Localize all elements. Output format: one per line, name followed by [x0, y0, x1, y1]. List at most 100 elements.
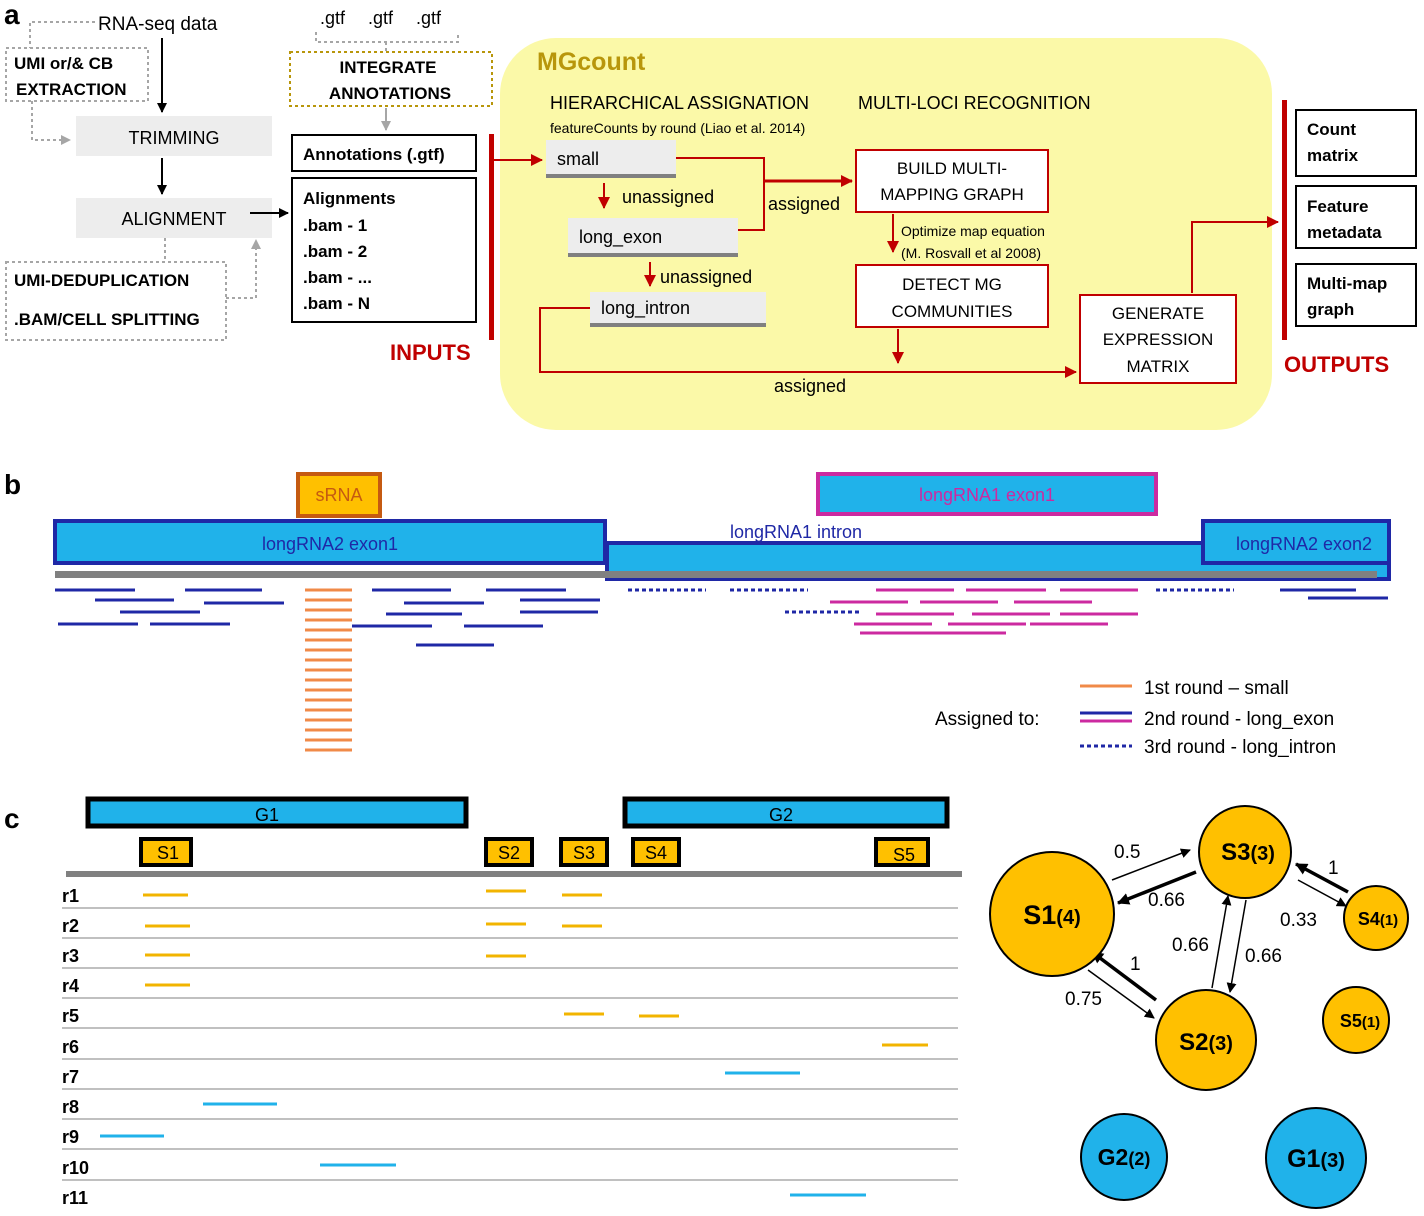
- long-intron-text: long_intron: [601, 298, 690, 319]
- generate-text-3: MATRIX: [1127, 357, 1190, 376]
- longrna1-intron-text: longRNA1 intron: [730, 522, 862, 542]
- gtf-label-1: .gtf: [320, 8, 346, 28]
- rnaseq-label: RNA-seq data: [98, 14, 218, 35]
- gene-g2-box: [622, 796, 950, 829]
- mgcount-title: MGcount: [537, 48, 646, 76]
- weight-s3-s1: 0.66: [1148, 890, 1185, 911]
- out-feature-box: [1295, 185, 1417, 249]
- read-label-r7: r7: [62, 1067, 79, 1087]
- out-multimap-text-2: graph: [1307, 300, 1354, 319]
- assigned-label-1: assigned: [768, 194, 840, 214]
- small-read-segments: [143, 889, 928, 1047]
- weight-s4-s3: 1: [1328, 858, 1339, 879]
- small-s1-box: [139, 837, 193, 867]
- alignments-line-4: .bam - N: [303, 294, 370, 313]
- read-label-r6: r6: [62, 1037, 79, 1057]
- svg-text:S4(1): S4(1): [1358, 909, 1398, 929]
- small-s5-box: [874, 837, 930, 867]
- hier-title: HIERARCHICAL ASSIGNATION: [550, 93, 809, 113]
- umi-dedup-box: [5, 261, 227, 341]
- small-s5-text: S5: [893, 845, 915, 865]
- build-graph-box: [855, 149, 1049, 213]
- build-graph-text-1: BUILD MULTI-: [897, 159, 1007, 178]
- long-intron-box: [590, 292, 766, 324]
- node-s3-count: (3): [1250, 843, 1274, 865]
- integrate-text-2: ANNOTATIONS: [329, 84, 451, 103]
- out-count-text-1: Count: [1307, 120, 1356, 139]
- longrna1-reads: [830, 588, 1138, 635]
- exon-reads: [55, 588, 1388, 647]
- outputs-label: OUTPUTS: [1284, 352, 1389, 377]
- alignment-text: ALIGNMENT: [121, 209, 226, 229]
- alignment-box: [76, 198, 272, 238]
- node-g1: G1(3): [1265, 1107, 1367, 1209]
- graph-edges: [1087, 848, 1349, 1019]
- svg-text:S3(3): S3(3): [1221, 839, 1275, 866]
- integrate-text-1: INTEGRATE: [340, 58, 437, 77]
- small-s2-text: S2: [498, 843, 520, 863]
- svg-text:S1(4): S1(4): [1023, 900, 1080, 930]
- genome-line: [55, 571, 1377, 578]
- out-feature-text-1: Feature: [1307, 197, 1368, 216]
- read-label-r8: r8: [62, 1097, 79, 1117]
- longrna1-exon1-text: longRNA1 exon1: [919, 485, 1055, 505]
- small-text: small: [557, 149, 599, 169]
- longrna2-exon2-box: [1201, 519, 1391, 565]
- node-s4-id: S4: [1358, 909, 1380, 929]
- node-g1-id: G1: [1287, 1145, 1320, 1173]
- node-s5-count: (1): [1362, 1014, 1380, 1031]
- node-g2-id: G2: [1098, 1144, 1129, 1170]
- node-g2: G2(2): [1080, 1113, 1168, 1201]
- detect-box: [855, 264, 1049, 328]
- multiloci-title: MULTI-LOCI RECOGNITION: [858, 93, 1091, 113]
- out-feature-text-2: metadata: [1307, 223, 1382, 242]
- gtf-label-2: .gtf: [368, 8, 394, 28]
- small-s4-box: [631, 837, 681, 867]
- annotations-box: [291, 134, 477, 172]
- umi-dedup-text: UMI-DEDUPLICATION: [14, 271, 189, 290]
- inputs-label: INPUTS: [390, 340, 471, 365]
- small-s1-text: S1: [157, 843, 179, 863]
- optimize-note-2: (M. Rosvall et al 2008): [901, 245, 1041, 261]
- svg-text:G2(2): G2(2): [1098, 1144, 1151, 1170]
- longrna2-exon2-text: longRNA2 exon2: [1236, 534, 1372, 554]
- gene-g2-text: G2: [769, 805, 793, 825]
- annotations-text: Annotations (.gtf): [303, 145, 445, 164]
- out-multimap-box: [1295, 263, 1417, 327]
- srna-box: [296, 472, 382, 518]
- longrna2-exon1-text: longRNA2 exon1: [262, 534, 398, 554]
- svg-text:S5(1): S5(1): [1340, 1011, 1380, 1031]
- generate-text-1: GENERATE: [1112, 304, 1204, 323]
- node-s2: S2(3): [1155, 989, 1257, 1091]
- assigned-label-2: assigned: [774, 376, 846, 396]
- umi-cb-box: [5, 47, 149, 102]
- alignments-line-1: .bam - 1: [303, 216, 367, 235]
- inputs-bar: [489, 134, 494, 340]
- srna-reads: [305, 588, 352, 752]
- read-label-r11: r11: [62, 1188, 88, 1208]
- alignments-box: [291, 177, 477, 323]
- weight-s1-s3: 0.5: [1114, 842, 1140, 863]
- legend-item-0: 1st round – small: [1144, 678, 1289, 699]
- out-multimap-text-1: Multi-map: [1307, 274, 1387, 293]
- gtf-label-3: .gtf: [416, 8, 442, 28]
- integrate-box: [289, 51, 493, 107]
- detect-text-2: COMMUNITIES: [892, 302, 1013, 321]
- intron-reads: [628, 588, 1234, 614]
- build-graph-text-2: MAPPING GRAPH: [880, 185, 1024, 204]
- small-box: [546, 140, 676, 175]
- node-s1: S1(4): [989, 851, 1115, 977]
- node-s2-count: (3): [1208, 1033, 1232, 1055]
- longrna1-exon1-box: [816, 472, 1158, 516]
- weight-s2-s1: 1: [1130, 954, 1141, 975]
- read-label-r1: r1: [62, 886, 79, 906]
- generate-text-2: EXPRESSION: [1103, 330, 1214, 349]
- node-s3-id: S3: [1221, 839, 1250, 866]
- alignments-line-2: .bam - 2: [303, 242, 367, 261]
- weight-s2-s3: 0.66: [1172, 935, 1209, 956]
- legend-title: Assigned to:: [935, 709, 1040, 730]
- longrna2-exon1-box: [53, 519, 607, 565]
- outputs-bar: [1282, 100, 1287, 340]
